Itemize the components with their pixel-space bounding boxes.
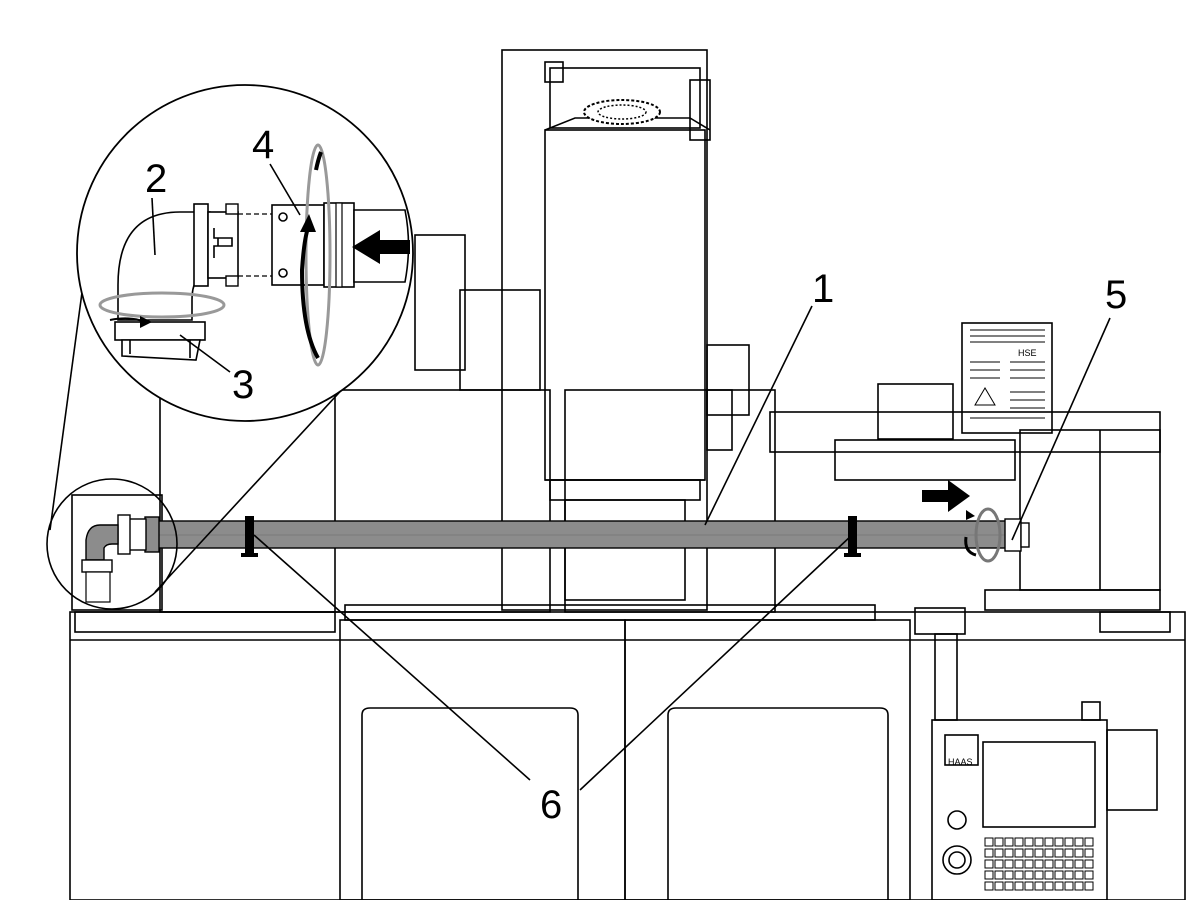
keypad-key — [1034, 848, 1044, 858]
machine-enclosure: HSE — [69, 49, 1186, 900]
callout-3: 3 — [232, 363, 254, 407]
keypad-key — [1074, 859, 1084, 869]
keypad-key — [994, 859, 1004, 869]
haas-logo: HAAS — [948, 757, 973, 767]
keypad-key — [1004, 837, 1014, 847]
callout-4: 4 — [252, 123, 274, 167]
keypad-key — [1014, 848, 1024, 858]
rotate-arrow-icon — [299, 214, 320, 359]
callout-6: 6 — [540, 783, 562, 827]
hose-left-fitting — [81, 514, 160, 603]
arrow-left-icon — [352, 230, 410, 264]
keypad-key — [984, 870, 994, 880]
keypad-key — [1004, 881, 1014, 891]
keypad-key — [984, 837, 994, 847]
hose-strap-left — [241, 516, 258, 557]
keypad-key — [1054, 881, 1064, 891]
keypad-key — [1044, 837, 1054, 847]
leader-lines — [151, 163, 1111, 791]
keypad-key — [994, 870, 1004, 880]
keypad-key — [1024, 859, 1034, 869]
keypad-key — [1014, 837, 1024, 847]
keypad-key — [1004, 859, 1014, 869]
keypad-key — [1074, 848, 1084, 858]
keypad-key — [1084, 870, 1094, 880]
keypad-key — [1024, 837, 1034, 847]
control-pendant: HAAS — [931, 633, 1158, 900]
keypad-key — [1084, 881, 1094, 891]
keypad-key — [1084, 859, 1094, 869]
keypad-key — [994, 837, 1004, 847]
svg-text:HSE: HSE — [1018, 348, 1037, 358]
keypad-key — [1074, 837, 1084, 847]
keypad-key — [1034, 859, 1044, 869]
keypad-key — [1054, 859, 1064, 869]
keypad-key — [1004, 870, 1014, 880]
keypad-key — [1084, 837, 1094, 847]
keypad-key — [1014, 881, 1024, 891]
keypad-key — [1014, 870, 1024, 880]
hose-strap-right — [844, 516, 861, 557]
keypad-key — [1054, 837, 1064, 847]
keypad-key — [1054, 870, 1064, 880]
keypad-key — [1044, 848, 1054, 858]
keypad-key — [1044, 881, 1054, 891]
keypad-key — [1024, 870, 1034, 880]
detail-contents — [98, 143, 410, 367]
keypad-key — [1004, 848, 1014, 858]
keypad-key — [1054, 848, 1064, 858]
keypad-key — [1064, 859, 1074, 869]
keypad-key — [1074, 870, 1084, 880]
keypad-key — [1044, 859, 1054, 869]
keypad-key — [1074, 881, 1084, 891]
callout-1: 1 — [812, 267, 834, 311]
keypad-key — [1024, 881, 1034, 891]
keypad-key — [1024, 848, 1034, 858]
coolant-hose — [129, 520, 1011, 549]
keypad-key — [994, 881, 1004, 891]
keypad-key — [984, 881, 994, 891]
callout-5: 5 — [1105, 273, 1127, 317]
keypad-key — [1034, 870, 1044, 880]
keypad-key — [1034, 881, 1044, 891]
callout-2: 2 — [145, 157, 167, 201]
keypad-key — [1064, 881, 1074, 891]
keypad-key — [984, 859, 994, 869]
keypad-key — [1064, 848, 1074, 858]
keypad-key — [1014, 859, 1024, 869]
keypad-key — [1084, 848, 1094, 858]
keypad-key — [1044, 870, 1054, 880]
keypad-key — [994, 848, 1004, 858]
arrow-right-icon — [922, 480, 970, 512]
keypad-key — [984, 848, 994, 858]
warning-label: HSE — [970, 329, 1045, 419]
keypad-key — [1064, 870, 1074, 880]
detail-source-circle — [46, 478, 178, 610]
keypad — [984, 837, 1094, 891]
magnify-line-right — [154, 369, 361, 593]
keypad-key — [1064, 837, 1074, 847]
keypad-key — [1034, 837, 1044, 847]
